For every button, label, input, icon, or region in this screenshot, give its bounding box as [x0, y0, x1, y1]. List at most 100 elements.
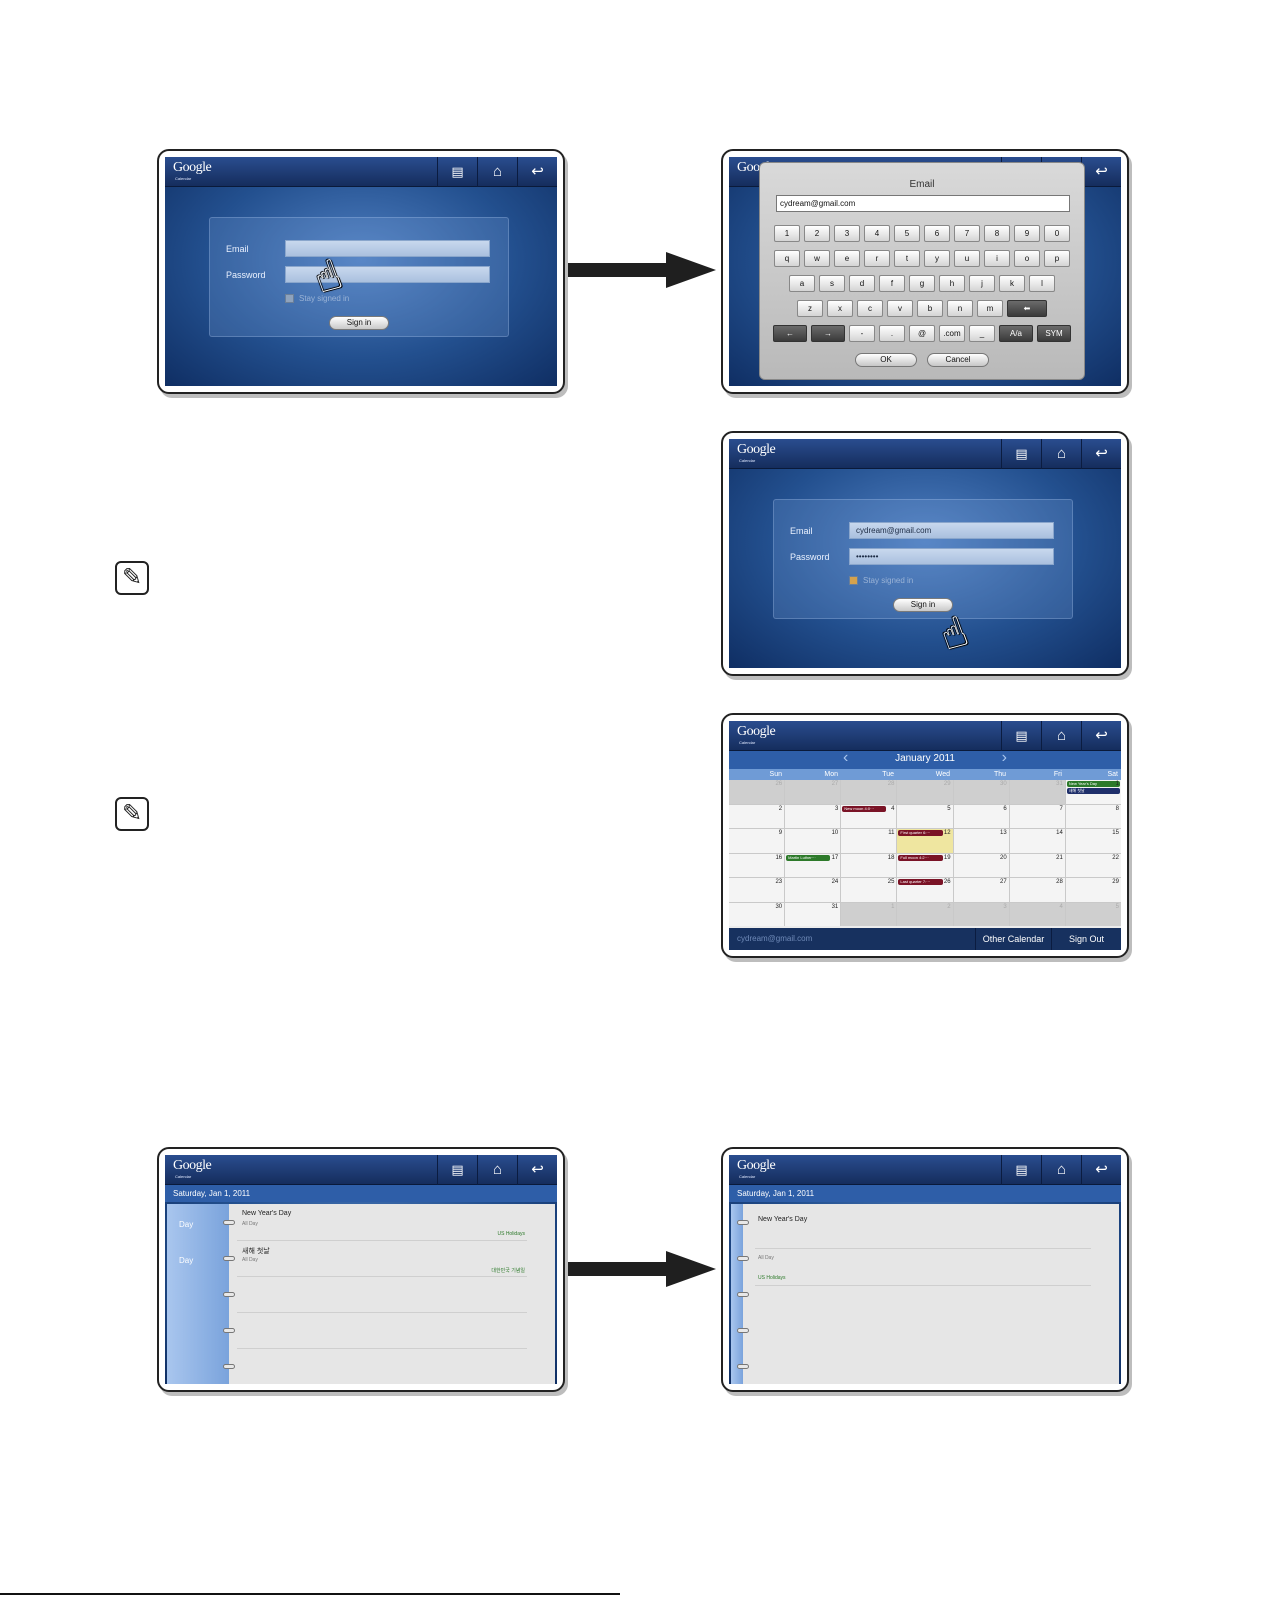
cursor-left-key[interactable]: ←	[773, 325, 807, 342]
key[interactable]: _	[969, 325, 995, 342]
sign-in-button[interactable]: Sign in	[893, 598, 953, 612]
day-cell[interactable]: 22	[1065, 853, 1121, 877]
day-cell[interactable]: 24	[785, 878, 841, 902]
day-cell[interactable]: 14	[1009, 829, 1065, 853]
key[interactable]: 0	[1044, 225, 1070, 242]
back-icon[interactable]: ↩	[517, 1155, 557, 1185]
email-field[interactable]	[285, 240, 490, 257]
key[interactable]: 7	[954, 225, 980, 242]
day-cell[interactable]: 30	[729, 902, 785, 926]
day-cell[interactable]: New moon 4:0··· 4	[841, 804, 897, 828]
day-cell-today[interactable]: First quarter 6:··· 12	[897, 829, 953, 853]
key[interactable]: g	[909, 275, 935, 292]
key[interactable]: l	[1029, 275, 1055, 292]
key[interactable]: w	[804, 250, 830, 267]
cancel-button[interactable]: Cancel	[927, 353, 989, 367]
day-cell[interactable]: 30	[953, 780, 1009, 804]
day-cell[interactable]: 10	[785, 829, 841, 853]
menu-icon[interactable]: ▤	[1001, 721, 1041, 751]
day-cell[interactable]: 27	[785, 780, 841, 804]
day-cell[interactable]: 26	[729, 780, 785, 804]
key[interactable]: a	[789, 275, 815, 292]
prev-month-icon[interactable]: ‹	[843, 749, 849, 766]
event-chip[interactable]: 새해 첫날	[1066, 788, 1120, 794]
key[interactable]: r	[864, 250, 890, 267]
key[interactable]: t	[894, 250, 920, 267]
stay-signed-in-checkbox[interactable]	[849, 576, 858, 585]
key[interactable]: 6	[924, 225, 950, 242]
key[interactable]: u	[954, 250, 980, 267]
day-cell[interactable]: Full moon 4:2··· 19	[897, 853, 953, 877]
key[interactable]: d	[849, 275, 875, 292]
day-cell[interactable]: 8	[1065, 804, 1121, 828]
key[interactable]: -	[849, 325, 875, 342]
day-cell[interactable]: 4	[1009, 902, 1065, 926]
back-icon[interactable]: ↩	[1081, 157, 1121, 187]
key[interactable]: n	[947, 300, 973, 317]
key[interactable]: 3	[834, 225, 860, 242]
day-cell[interactable]: 5	[1065, 902, 1121, 926]
day-cell[interactable]: 9	[729, 829, 785, 853]
key[interactable]: 2	[804, 225, 830, 242]
day-cell[interactable]: 28	[841, 780, 897, 804]
cursor-right-key[interactable]: →	[811, 325, 845, 342]
key[interactable]: i	[984, 250, 1010, 267]
back-icon[interactable]: ↩	[517, 157, 557, 187]
key[interactable]: q	[774, 250, 800, 267]
key[interactable]: s	[819, 275, 845, 292]
day-cell[interactable]: 7	[1009, 804, 1065, 828]
back-icon[interactable]: ↩	[1081, 1155, 1121, 1185]
case-toggle-key[interactable]: A/a	[999, 325, 1033, 342]
event-chip[interactable]: Last quarter 7:···	[898, 879, 943, 885]
day-cell[interactable]: 29	[1065, 878, 1121, 902]
back-icon[interactable]: ↩	[1081, 721, 1121, 751]
day-cell[interactable]: 2	[897, 902, 953, 926]
ok-button[interactable]: OK	[855, 353, 917, 367]
home-icon[interactable]: ⌂	[1041, 1155, 1081, 1185]
day-cell[interactable]: 31	[1009, 780, 1065, 804]
day-cell[interactable]: 1	[841, 902, 897, 926]
menu-icon[interactable]: ▤	[437, 157, 477, 187]
key[interactable]: 8	[984, 225, 1010, 242]
event-chip[interactable]: Martin Luther···	[786, 854, 831, 861]
day-cell[interactable]: Martin Luther··· 17	[785, 853, 841, 877]
day-cell[interactable]: Last quarter 7:··· 26	[897, 878, 953, 902]
day-cell[interactable]: 2	[729, 804, 785, 828]
key[interactable]: m	[977, 300, 1003, 317]
key[interactable]: x	[827, 300, 853, 317]
symbol-key[interactable]: SYM	[1037, 325, 1071, 342]
day-cell[interactable]: 16	[729, 853, 785, 877]
day-cell[interactable]: 3	[785, 804, 841, 828]
day-cell[interactable]: 25	[841, 878, 897, 902]
key[interactable]: c	[857, 300, 883, 317]
day-cell[interactable]: 6	[953, 804, 1009, 828]
day-cell[interactable]: 18	[841, 853, 897, 877]
day-cell[interactable]: 20	[953, 853, 1009, 877]
backspace-key[interactable]: ⬅	[1007, 300, 1047, 317]
key[interactable]: .	[879, 325, 905, 342]
day-cell[interactable]: 28	[1009, 878, 1065, 902]
menu-icon[interactable]: ▤	[1001, 439, 1041, 469]
key[interactable]: p	[1044, 250, 1070, 267]
event-chip[interactable]: Full moon 4:2···	[898, 854, 943, 861]
dotcom-key[interactable]: .com	[939, 325, 965, 342]
back-icon[interactable]: ↩	[1081, 439, 1121, 469]
day-cell[interactable]: 21	[1009, 853, 1065, 877]
home-icon[interactable]: ⌂	[1041, 721, 1081, 751]
key[interactable]: 9	[1014, 225, 1040, 242]
key[interactable]: 4	[864, 225, 890, 242]
key[interactable]: o	[1014, 250, 1040, 267]
day-cell[interactable]: 31	[785, 902, 841, 926]
event-chip[interactable]: First quarter 6:···	[898, 830, 943, 836]
home-icon[interactable]: ⌂	[477, 157, 517, 187]
key[interactable]: k	[999, 275, 1025, 292]
menu-icon[interactable]: ▤	[437, 1155, 477, 1185]
day-cell[interactable]: 5	[897, 804, 953, 828]
other-calendar-button[interactable]: Other Calendar	[975, 928, 1051, 950]
day-cell[interactable]: 15	[1065, 829, 1121, 853]
stay-signed-in-checkbox[interactable]	[285, 294, 294, 303]
day-cell[interactable]: 29	[897, 780, 953, 804]
email-field[interactable]: cydream@gmail.com	[849, 522, 1054, 539]
menu-icon[interactable]: ▤	[1001, 1155, 1041, 1185]
key[interactable]: e	[834, 250, 860, 267]
